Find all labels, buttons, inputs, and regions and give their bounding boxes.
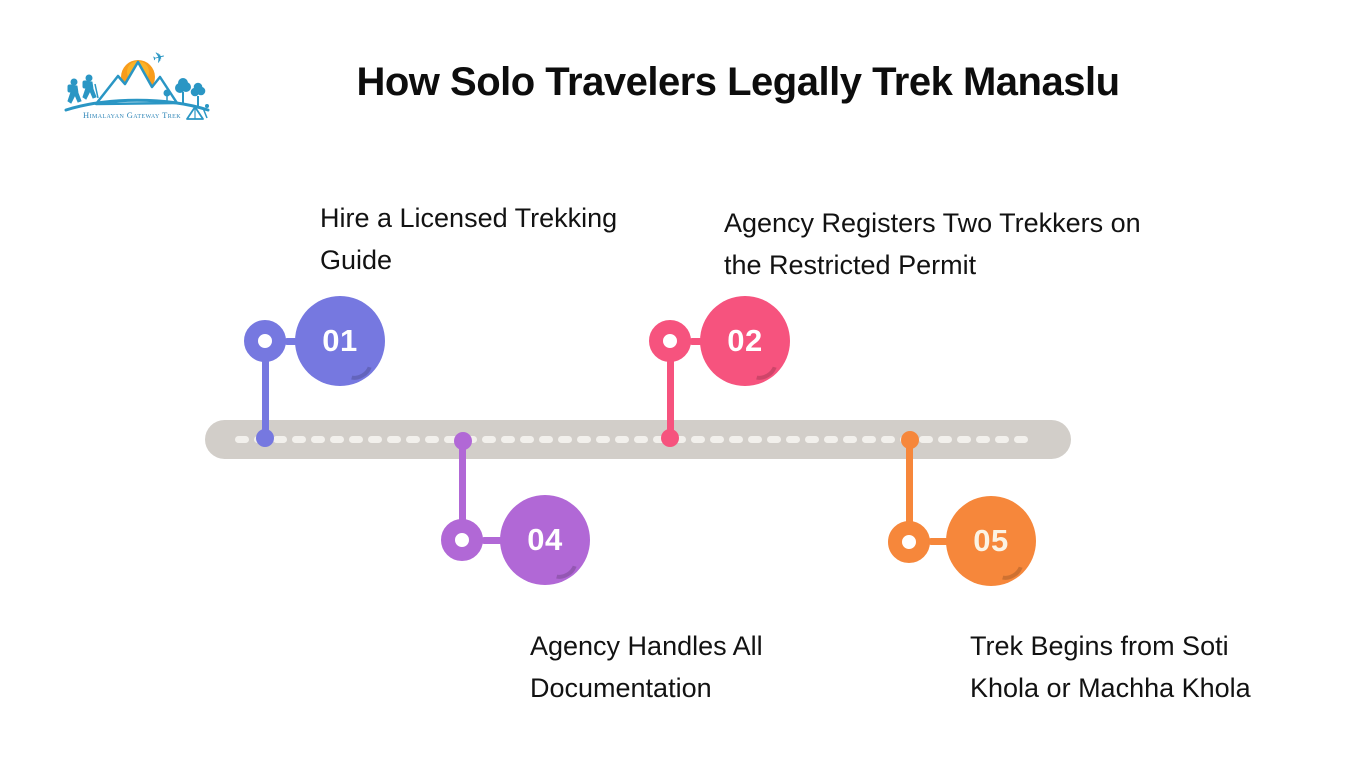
tent-icon <box>186 104 209 120</box>
step-01-label: Hire a Licensed Trekking Guide <box>320 203 618 275</box>
step-01-number: 01 <box>322 323 358 358</box>
step-04-marker-ring <box>441 519 483 561</box>
step-04-label: Agency Handles All Documentation <box>530 631 763 703</box>
page-title: How Solo Travelers Legally Trek Manaslu <box>356 60 1120 104</box>
step-05-marker-ring <box>888 521 930 563</box>
step-04-number-circle: 04 <box>500 495 590 585</box>
timeline-dashes <box>235 436 1028 443</box>
hikers-icon <box>67 74 99 104</box>
timeline-bar <box>205 420 1071 459</box>
company-logo: ✈ Himal <box>64 48 210 120</box>
step-05-connector <box>928 538 949 545</box>
step-02-connector <box>689 338 703 345</box>
logo-ground-arc <box>64 98 210 112</box>
step-02-label: Agency Registers Two Trekkers on the Res… <box>724 208 1141 280</box>
step-01-number-circle: 01 <box>295 296 385 386</box>
step-05-number-circle: 05 <box>946 496 1036 586</box>
airplane-icon: ✈ <box>151 48 167 68</box>
step-01-marker-ring <box>244 320 286 362</box>
mountains-icon <box>94 60 179 106</box>
step-04-connector <box>481 537 503 544</box>
step-01-connector <box>284 338 298 345</box>
step-02-number-circle: 02 <box>700 296 790 386</box>
step-02-marker-ring <box>649 320 691 362</box>
logo-wordmark: Himalayan Gateway Trek <box>83 110 181 120</box>
step-05-number: 05 <box>973 523 1009 558</box>
step-02-number: 02 <box>727 323 763 358</box>
step-04-number: 04 <box>527 522 563 557</box>
step-05-label: Trek Begins from Soti Khola or Machha Kh… <box>970 631 1251 703</box>
